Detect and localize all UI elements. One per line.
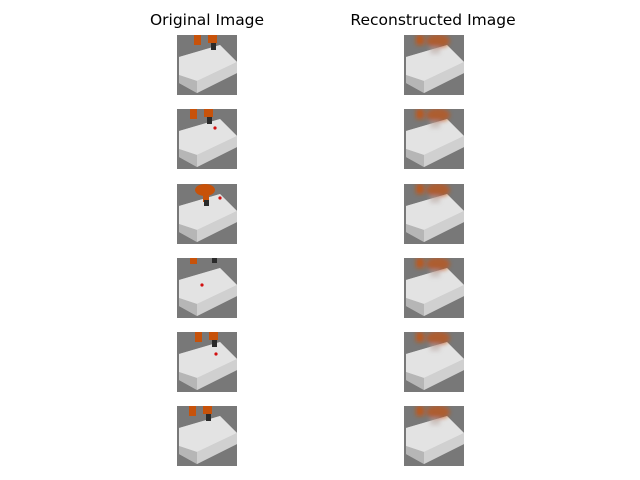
original-image-row-1 (177, 35, 237, 95)
reconstructed-image-row-4 (404, 258, 464, 318)
reconstructed-image-row-3 (404, 184, 464, 244)
reconstructed-image-row-6 (404, 406, 464, 466)
original-image-row-6 (177, 406, 237, 466)
reconstructed-image-row-2 (404, 109, 464, 169)
reconstructed-image-row-5 (404, 332, 464, 392)
original-column-title: Original Image (149, 11, 265, 29)
original-image-row-4 (177, 258, 237, 318)
original-image-row-3 (177, 184, 237, 244)
original-image-row-2 (177, 109, 237, 169)
reconstructed-column-title: Reconstructed Image (350, 11, 516, 29)
original-image-row-5 (177, 332, 237, 392)
reconstructed-image-row-1 (404, 35, 464, 95)
